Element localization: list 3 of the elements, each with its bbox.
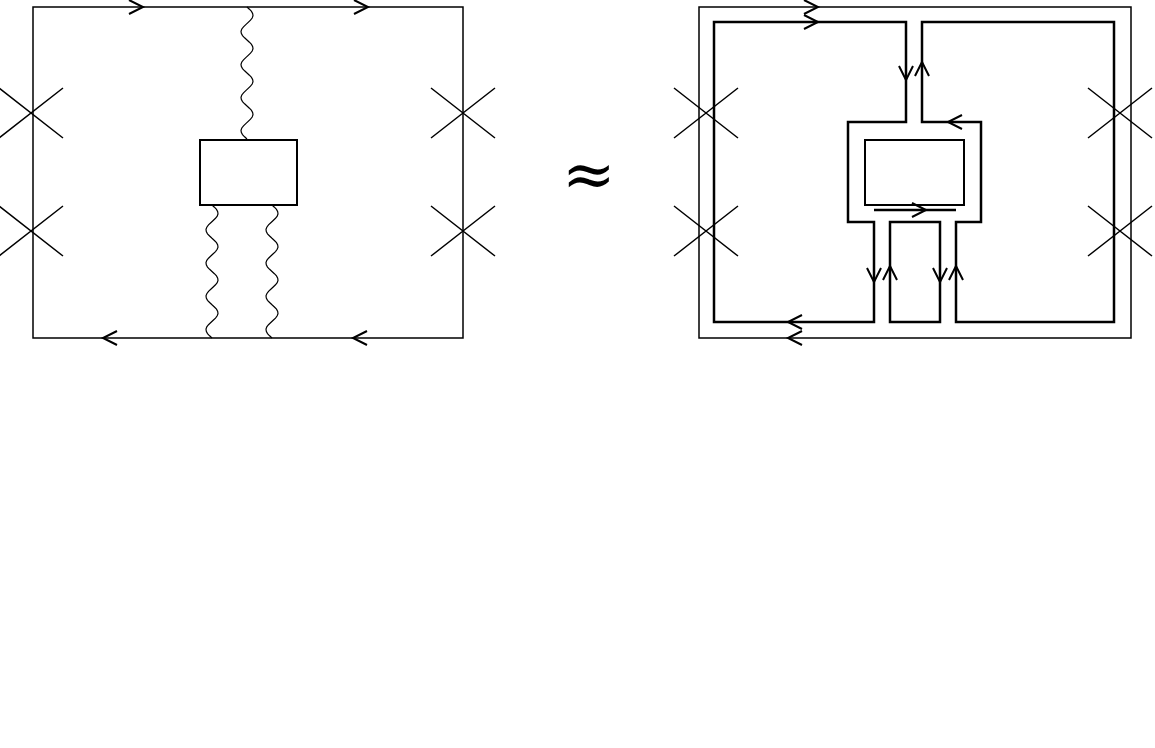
approx-sign: ≈ <box>562 142 616 206</box>
vertex-box <box>199 139 298 206</box>
vertex-box <box>864 139 965 206</box>
